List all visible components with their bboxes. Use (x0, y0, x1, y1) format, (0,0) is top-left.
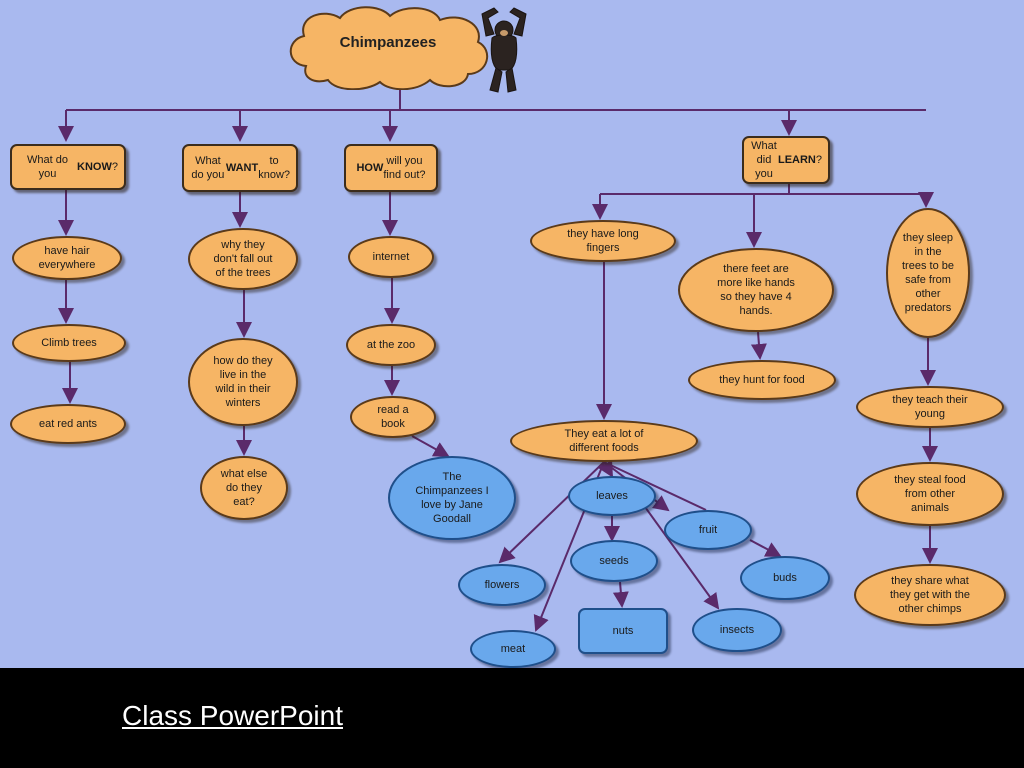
node-insects: insects (692, 608, 782, 652)
node-have-hair: have hair everywhere (12, 236, 122, 280)
node-eat-red-ants: eat red ants (10, 404, 126, 444)
node-meat: meat (470, 630, 556, 668)
concept-map: Chimpanzees What do you KNOW? What do yo… (0, 0, 1024, 668)
chimpanzee-icon (481, 7, 527, 93)
node-teach-young: they teach their young (856, 386, 1004, 428)
node-steal-food: they steal food from other animals (856, 462, 1004, 526)
node-what-else-eat: what else do they eat? (200, 456, 288, 520)
node-seeds: seeds (570, 540, 658, 582)
node-want: What do you WANT to know? (182, 144, 298, 192)
node-climb-trees: Climb trees (12, 324, 126, 362)
node-at-the-zoo: at the zoo (346, 324, 436, 366)
title-cloud (289, 6, 489, 90)
node-sleep-in-trees: they sleep in the trees to be safe from … (886, 208, 970, 338)
page-title: Chimpanzees (339, 34, 437, 51)
node-read-a-book: read a book (350, 396, 436, 438)
node-learn: What did you LEARN? (742, 136, 830, 184)
class-powerpoint-link[interactable]: Class PowerPoint (122, 700, 343, 731)
node-leaves: leaves (568, 476, 656, 516)
node-know: What do you KNOW? (10, 144, 126, 190)
node-buds: buds (740, 556, 830, 600)
node-hunt-for-food: they hunt for food (688, 360, 836, 400)
node-nuts: nuts (578, 608, 668, 654)
node-feet-like-hands: there feet are more like hands so they h… (678, 248, 834, 332)
node-live-in-winters: how do they live in the wild in their wi… (188, 338, 298, 426)
node-different-foods: They eat a lot of different foods (510, 420, 698, 462)
node-how: HOW will you find out? (344, 144, 438, 192)
slide-footer (0, 668, 1024, 768)
node-internet: internet (348, 236, 434, 278)
node-why-dont-fall: why they don't fall out of the trees (188, 228, 298, 290)
node-share-food: they share what they get with the other … (854, 564, 1006, 626)
node-fruit: fruit (664, 510, 752, 550)
node-goodall-book: The Chimpanzees I love by Jane Goodall (388, 456, 516, 540)
node-flowers: flowers (458, 564, 546, 606)
node-long-fingers: they have long fingers (530, 220, 676, 262)
